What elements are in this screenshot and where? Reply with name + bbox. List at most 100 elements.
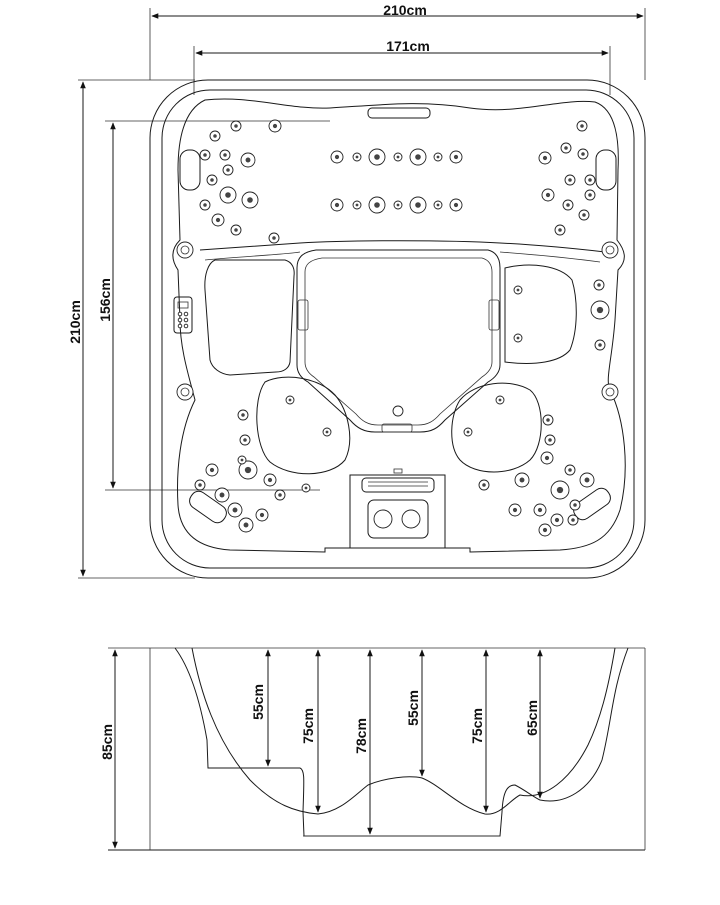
jet-nozzle	[542, 155, 548, 161]
jet-nozzle	[334, 202, 340, 208]
overall-width-label: 210cm	[383, 2, 427, 18]
jet-nozzle	[355, 155, 359, 159]
spa-top-rim	[161, 89, 635, 569]
left-lounger-seat	[204, 259, 295, 376]
jet-nozzle	[278, 493, 282, 497]
jet-nozzle	[598, 343, 602, 347]
jet-nozzle	[453, 202, 459, 208]
jet-nozzle	[325, 430, 329, 434]
headrest-top	[367, 107, 431, 119]
jet-nozzle	[573, 503, 577, 507]
jet-nozzle	[374, 202, 380, 208]
jet-nozzle	[568, 468, 572, 472]
jet-nozzle	[568, 178, 572, 182]
jet-nozzle	[498, 398, 502, 402]
jet-nozzle	[537, 507, 543, 513]
section-profile-seats	[191, 647, 616, 815]
jet-nozzle	[396, 155, 400, 159]
control-panel	[173, 296, 193, 334]
jet-nozzle	[234, 124, 238, 128]
footwell-handle-right	[488, 299, 500, 331]
spa-outer-shell	[149, 79, 646, 579]
jet-nozzle	[415, 154, 421, 160]
total-height-label: 85cm	[99, 724, 115, 760]
jet-nozzle	[566, 203, 570, 207]
jet-nozzle	[556, 486, 564, 494]
jet-nozzle	[512, 507, 518, 513]
pillow-top-right	[595, 149, 617, 191]
center-footwell-inner	[304, 257, 493, 426]
jet-nozzle	[225, 192, 231, 198]
back-bench-edge	[199, 240, 606, 253]
pillow-top-left	[179, 149, 201, 191]
jet-nozzle	[571, 518, 575, 522]
jet-nozzle	[582, 213, 586, 217]
jet-nozzle	[232, 507, 238, 513]
depth-label-2: 75cm	[300, 708, 316, 744]
depth-label-1: 55cm	[250, 684, 266, 720]
right-seat	[504, 264, 577, 364]
jet-nozzle	[374, 154, 380, 160]
center-footwell	[296, 249, 501, 433]
jet-nozzle	[219, 492, 225, 498]
depth-label-5: 75cm	[469, 708, 485, 744]
jet-nozzle	[596, 306, 604, 314]
jet-nozzle	[415, 202, 421, 208]
jet-nozzle	[546, 418, 550, 422]
jet-nozzle	[542, 527, 548, 533]
jet-nozzle	[516, 288, 520, 292]
lower-left-seat	[256, 376, 351, 475]
jet-nozzle	[580, 124, 584, 128]
jet-nozzle	[240, 458, 244, 462]
jet-nozzle	[272, 236, 276, 240]
footwell-step	[381, 423, 413, 433]
drain-fitting	[392, 405, 404, 417]
jet-nozzle	[355, 203, 359, 207]
jet-nozzle	[436, 203, 440, 207]
jet-nozzle	[482, 483, 486, 487]
plan-view: 210cm 171cm 210cm 156cm	[67, 2, 646, 579]
pillow-bottom-left	[189, 490, 227, 524]
jet-nozzle	[272, 123, 278, 129]
dimension-overall-width: 210cm	[149, 2, 646, 80]
jet-nozzle	[243, 522, 249, 528]
jet-nozzle	[245, 157, 251, 163]
jet-nozzle	[243, 438, 247, 442]
jet-nozzle	[259, 512, 265, 518]
jet-nozzle	[198, 483, 202, 487]
jet-nozzle	[558, 228, 562, 232]
jet-nozzle	[223, 153, 227, 157]
jet-nozzle	[234, 228, 238, 232]
jet-nozzle	[584, 477, 590, 483]
lower-right-seat	[451, 382, 542, 473]
jet-nozzle	[267, 477, 273, 483]
suction-fittings	[176, 241, 619, 401]
filter-housing	[349, 468, 446, 549]
jet-nozzle	[213, 134, 217, 138]
jet-nozzle	[453, 154, 459, 160]
back-bench-edge-inner	[204, 251, 601, 263]
section-profile-left-wall	[174, 647, 629, 837]
jet-nozzle	[203, 153, 207, 157]
spa-inner-outline	[172, 98, 626, 553]
dimension-interior-width: 171cm	[193, 38, 611, 95]
jet-nozzle	[581, 152, 585, 156]
section-view: 85cm 55cm 75cm 78cm 55cm 75cm 65cm	[99, 647, 646, 851]
jet-nozzle	[436, 155, 440, 159]
footwell-handle-left	[297, 299, 309, 331]
jet-nozzle	[244, 466, 252, 474]
jet-nozzle	[304, 486, 308, 490]
jet-nozzle	[554, 517, 560, 523]
jet-nozzle	[203, 203, 207, 207]
depth-label-6: 65cm	[524, 700, 540, 736]
jet-nozzle	[516, 336, 520, 340]
jet-nozzle	[519, 477, 525, 483]
jet-nozzle	[241, 413, 245, 417]
jet-nozzle	[588, 178, 592, 182]
jet-nozzle	[334, 154, 340, 160]
dimension-interior-length: 156cm	[97, 120, 330, 491]
depth-label-3: 78cm	[353, 718, 369, 754]
jet-nozzle	[545, 192, 551, 198]
